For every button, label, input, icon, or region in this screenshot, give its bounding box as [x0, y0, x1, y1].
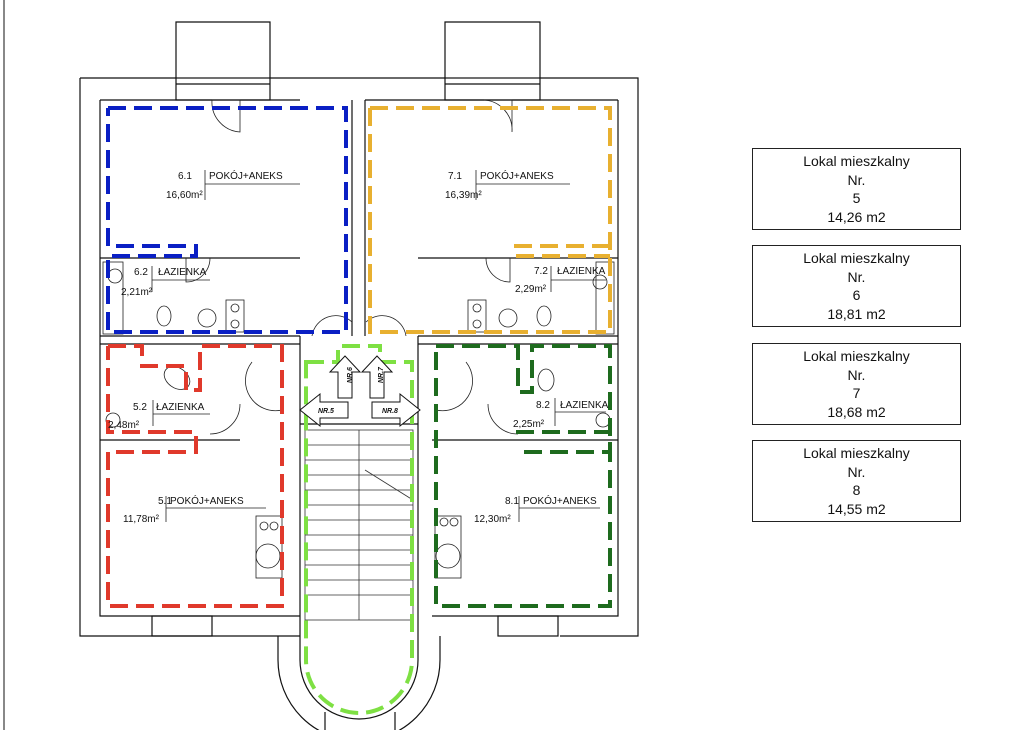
- unit-7-inner: [514, 244, 610, 258]
- unit-5-outline: [106, 344, 284, 608]
- unit-legend-nr-label: Nr.: [847, 366, 866, 383]
- unit-legend-area: 14,26 m2: [827, 208, 886, 225]
- unit-legend-title: Lokal mieszkalny: [803, 153, 910, 169]
- unit-legend-area: 18,81 m2: [827, 305, 886, 322]
- unit-legend-nr-label: Nr.: [847, 171, 866, 188]
- entrance-arrows: [299, 355, 421, 428]
- room-6-2-number: 6.2: [134, 267, 148, 278]
- unit-legend-5: Lokal mieszkalny Nr. 5 14,26 m2: [752, 148, 961, 230]
- unit-legend-number: 6: [852, 287, 861, 303]
- walls: [79, 21, 639, 730]
- room-7-1-name: POKÓJ+ANEKS: [480, 169, 554, 182]
- room-6-2-area: 2,21m²: [121, 287, 153, 298]
- unit-8-outline: [434, 344, 612, 608]
- unit-6-outline: [106, 106, 348, 334]
- room-6-1-number: 6.1: [178, 171, 192, 182]
- unit-8-inner: [516, 430, 612, 454]
- unit-legend-nr-label: Nr.: [847, 268, 866, 285]
- room-6-1-area: 16,60m²: [166, 190, 203, 201]
- unit-legend-number: 5: [852, 190, 861, 206]
- room-8-2-number: 8.2: [536, 400, 550, 411]
- room-6-2-name: ŁAZIENKA: [158, 267, 207, 278]
- staircase: [304, 429, 414, 621]
- entrance-label-nr5: NR.5: [318, 408, 334, 415]
- room-7-2-number: 7.2: [534, 266, 548, 277]
- unit-legend-nr-label: Nr.: [847, 463, 866, 480]
- unit-legend-title: Lokal mieszkalny: [803, 445, 910, 461]
- unit-legend-7: Lokal mieszkalny Nr. 7 18,68 m2: [752, 343, 961, 425]
- room-5-2-number: 5.2: [133, 402, 147, 413]
- room-8-2-area: 2,25m²: [513, 419, 545, 430]
- unit-legend-area: 14,55 m2: [827, 500, 886, 517]
- unit-legend-number: 8: [852, 482, 861, 498]
- unit-legend-title: Lokal mieszkalny: [803, 348, 910, 364]
- room-5-1-name: POKÓJ+ANEKS: [170, 494, 244, 507]
- room-8-1-number: 8.1: [505, 496, 519, 507]
- unit-7-outline: [368, 106, 612, 334]
- room-7-2-name: ŁAZIENKA: [557, 266, 606, 277]
- unit-legend-area: 18,68 m2: [827, 403, 886, 420]
- room-7-1-number: 7.1: [448, 171, 462, 182]
- room-8-2-name: ŁAZIENKA: [560, 400, 609, 411]
- room-6-1-name: POKÓJ+ANEKS: [209, 169, 283, 182]
- room-5-1-area: 11,78m²: [123, 514, 160, 525]
- room-labels: [151, 170, 606, 522]
- unit-legend-8: Lokal mieszkalny Nr. 8 14,55 m2: [752, 440, 961, 522]
- entrance-label-nr7: NR.7: [378, 366, 385, 383]
- unit-legend-title: Lokal mieszkalny: [803, 250, 910, 266]
- unit-legend-number: 7: [852, 385, 861, 401]
- room-8-1-name: POKÓJ+ANEKS: [523, 494, 597, 507]
- room-7-2-area: 2,29m²: [515, 284, 547, 295]
- room-5-1-number: 5.1: [158, 496, 172, 507]
- stair-outline: [304, 344, 414, 715]
- entrance-label-nr8: NR.8: [382, 408, 398, 415]
- room-5-2-area: 2,48m²: [108, 420, 140, 431]
- unit-legend-6: Lokal mieszkalny Nr. 6 18,81 m2: [752, 245, 961, 327]
- entrance-label-nr6: NR.6: [347, 367, 354, 383]
- room-5-2-name: ŁAZIENKA: [156, 402, 205, 413]
- room-8-1-area: 12,30m²: [474, 514, 511, 525]
- room-7-1-area: 16,39m²: [445, 190, 482, 201]
- unit-outlines: [106, 106, 612, 715]
